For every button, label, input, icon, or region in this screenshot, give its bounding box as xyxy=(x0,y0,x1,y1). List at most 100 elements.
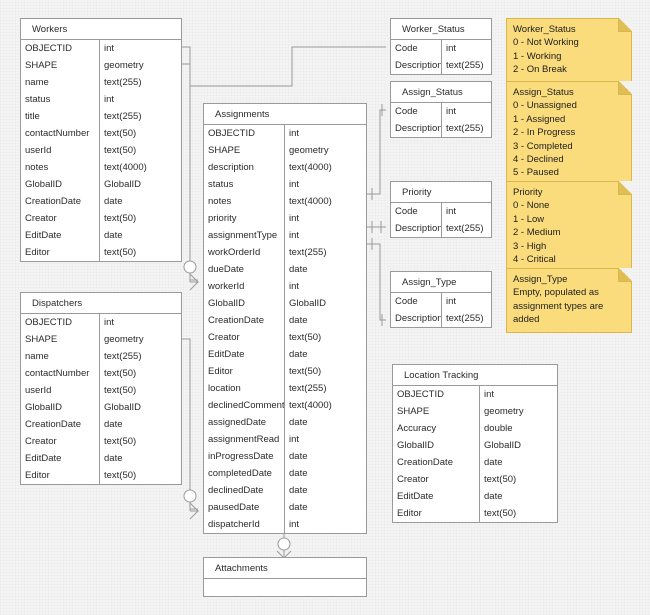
note-line: 3 - Completed xyxy=(513,140,573,152)
field-name: assignmentRead xyxy=(208,434,280,445)
field-type: text(50) xyxy=(479,471,557,488)
field-name: Creator xyxy=(397,474,429,485)
field-name: Description xyxy=(395,60,441,71)
field-name: Creator xyxy=(25,436,57,447)
field-type: int xyxy=(284,227,366,244)
field-type: GlobalID xyxy=(479,437,557,454)
field-name: assignedDate xyxy=(208,417,267,428)
field-type: GlobalID xyxy=(99,176,181,193)
field-type: text(255) xyxy=(284,244,366,261)
note-line: 2 - Medium xyxy=(513,227,561,239)
note-line: Empty, populated as xyxy=(513,287,599,299)
field-name: SHAPE xyxy=(25,60,58,71)
table-row: SHAPE geometry xyxy=(21,57,181,74)
field-name: status xyxy=(208,179,234,190)
field-name: completedDate xyxy=(208,468,272,479)
field-type: date xyxy=(99,227,181,244)
field-name: description xyxy=(208,162,254,173)
note-line: 0 - Unassigned xyxy=(513,100,577,112)
note-fold-corner-icon xyxy=(618,181,632,195)
note-line: 0 - Not Working xyxy=(513,37,579,49)
field-type: int xyxy=(99,314,181,331)
field-name: notes xyxy=(25,162,49,173)
field-type: text(50) xyxy=(284,329,366,346)
entity-attachments-title: Attachments xyxy=(204,558,366,579)
field-name: Code xyxy=(395,43,418,54)
field-type: text(255) xyxy=(99,74,181,91)
field-type: date xyxy=(284,346,366,363)
table-row: GlobalID GlobalID xyxy=(393,437,557,454)
field-type: int xyxy=(284,125,366,142)
field-name: Description xyxy=(395,313,441,324)
field-type: int xyxy=(441,40,491,57)
field-name: EditDate xyxy=(208,349,245,360)
note-line: 3 - High xyxy=(513,240,547,252)
field-name: OBJECTID xyxy=(397,389,444,400)
entity-attachments[interactable]: Attachments xyxy=(203,557,367,597)
field-type: geometry xyxy=(284,142,366,159)
note-priority-title: Priority xyxy=(513,187,543,198)
field-type: date xyxy=(284,482,366,499)
field-name: Editor xyxy=(208,366,233,377)
relationship-workers-worker-status xyxy=(182,41,392,87)
field-name: Editor xyxy=(25,470,50,481)
field-name: Editor xyxy=(397,508,422,519)
field-type: date xyxy=(479,488,557,505)
note-line: 4 - Critical xyxy=(513,254,556,266)
field-type: text(255) xyxy=(99,348,181,365)
field-name: GlobalID xyxy=(397,440,434,451)
field-name: Code xyxy=(395,296,418,307)
entity-location-tracking-title: Location Tracking xyxy=(393,365,557,386)
relationship-workers-assignments xyxy=(182,63,200,291)
field-type: date xyxy=(284,312,366,329)
field-type: int xyxy=(99,40,181,57)
note-line: 2 - On Break xyxy=(513,64,567,76)
field-type: text(4000) xyxy=(284,159,366,176)
field-type: text(255) xyxy=(441,120,491,137)
field-type: geometry xyxy=(99,331,181,348)
field-name: Description xyxy=(395,123,441,134)
entity-dispatchers-title: Dispatchers xyxy=(21,293,181,314)
field-type: text(255) xyxy=(284,380,366,397)
field-type: geometry xyxy=(99,57,181,74)
table-row: Creator text(50) xyxy=(393,471,557,488)
